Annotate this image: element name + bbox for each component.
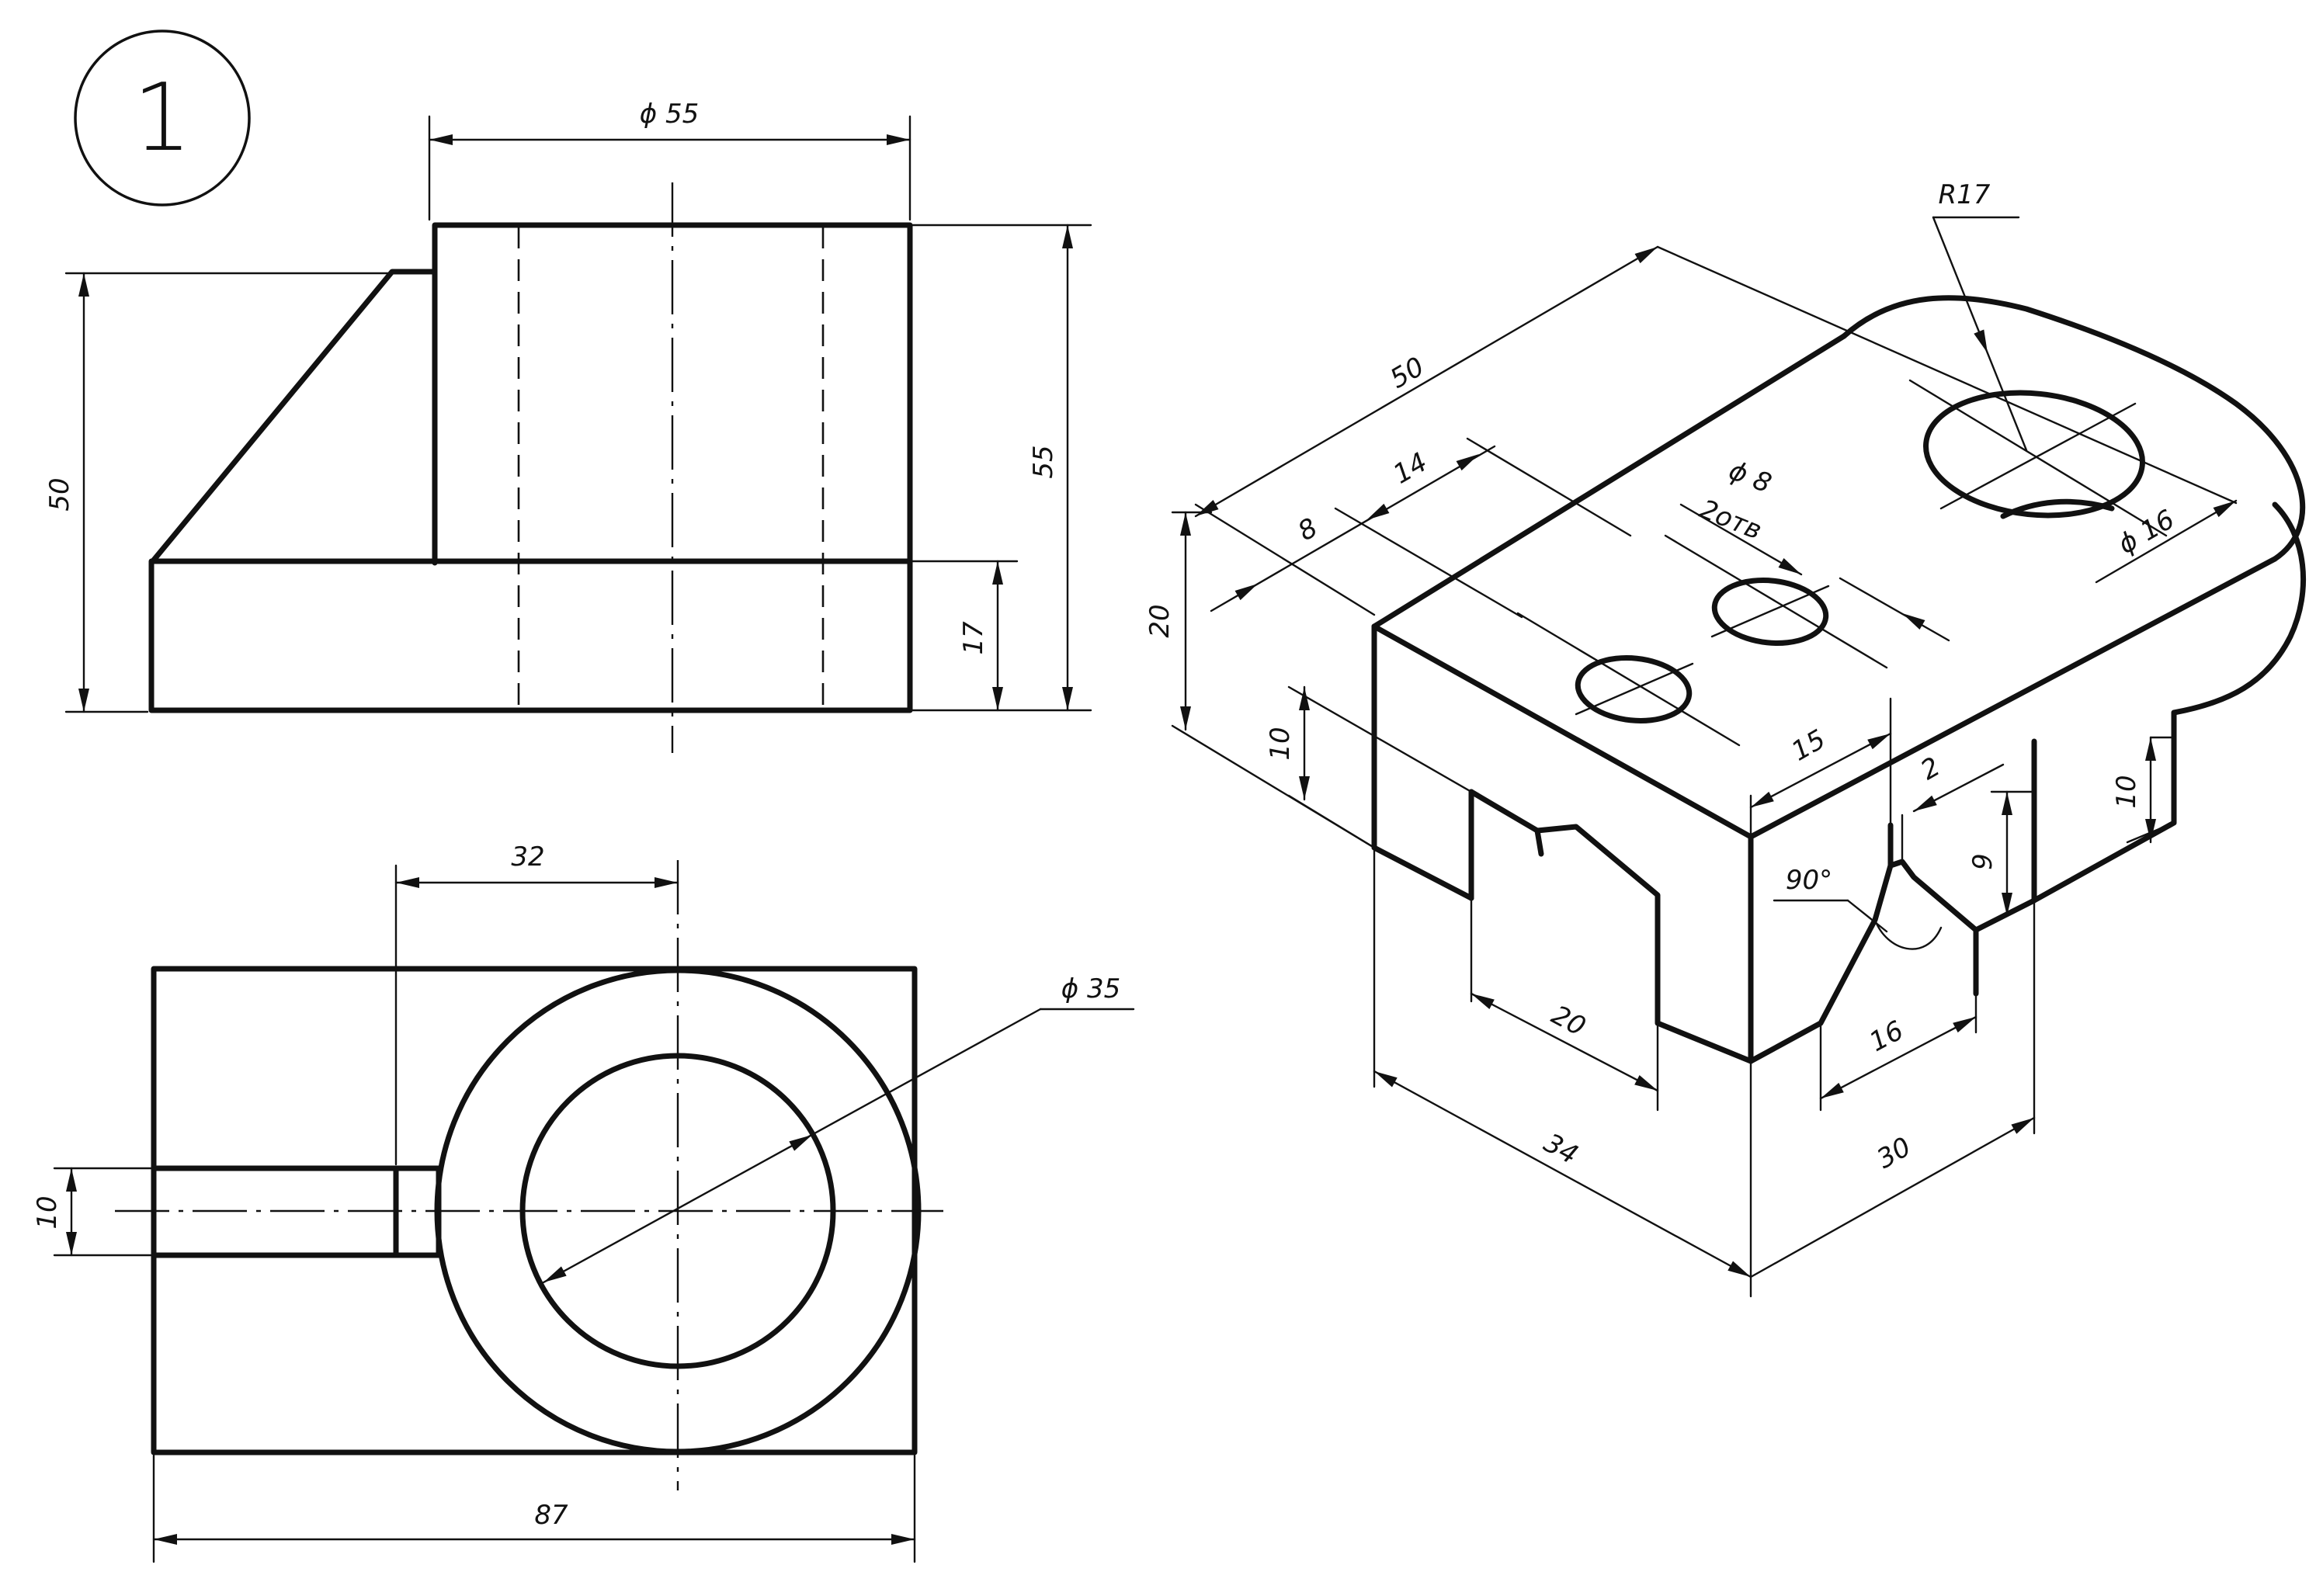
iso-top-right-edge xyxy=(1748,556,2278,840)
top-view: 32 ϕ 35 87 10 xyxy=(32,841,1135,1563)
dim-iso-width-label: 30 xyxy=(1872,1131,1916,1174)
dim-iso-notch-gap-label: 2 xyxy=(1915,751,1946,786)
dim-iso-notch-gap: 2 xyxy=(1901,751,2005,863)
dim-inner-diameter-label: ϕ 35 xyxy=(1061,973,1121,1004)
iso-slot-inner xyxy=(1534,827,1544,857)
dim-iso-notch-width-label: 16 xyxy=(1864,1015,1908,1058)
dim-total-height-left: 50 xyxy=(44,272,390,713)
dim-total-height-right: 55 xyxy=(908,224,1092,712)
dim-iso-depth: 34 xyxy=(1371,846,1754,1298)
dim-iso-right-step-height: 10 xyxy=(2111,736,2175,844)
dim-inner-diameter: ϕ 35 xyxy=(540,973,1135,1288)
isometric-view: 50 R17 14 8 ϕ 8 2отв xyxy=(1144,179,2306,1298)
iso-front-top-edge xyxy=(1371,623,1754,840)
dim-iso-notch-offset-label: 15 xyxy=(1787,723,1831,767)
dim-iso-notch-angle: 90° xyxy=(1773,865,1943,950)
dim-iso-radius-label: R17 xyxy=(1939,179,1991,210)
front-view-rib-outline xyxy=(148,269,438,566)
dim-iso-radius: R17 xyxy=(1932,179,2028,452)
iso-rounded-end xyxy=(1841,295,2306,562)
dim-iso-notch-width: 16 xyxy=(1818,992,1979,1112)
iso-big-hole xyxy=(1923,390,2145,519)
dim-iso-offset-1-label: 14 xyxy=(1388,446,1432,490)
iso-small-hole-2 xyxy=(1711,578,1829,646)
dim-iso-length-label: 50 xyxy=(1385,351,1429,394)
front-view-base-outline xyxy=(148,558,913,713)
dim-bore-diameter: ϕ 55 xyxy=(428,99,911,221)
dim-iso-hole-diameter-label: ϕ 8 xyxy=(1724,455,1776,500)
dim-iso-right-step-height-label: 10 xyxy=(2111,775,2142,808)
dim-slot-length-label: 32 xyxy=(511,841,544,873)
dim-iso-height-label: 20 xyxy=(1144,604,1175,637)
dim-iso-notch-depth-label: 9 xyxy=(1967,853,1998,870)
iso-top-left-edge xyxy=(1371,333,1847,630)
dim-total-height-right-label: 55 xyxy=(1028,445,1059,478)
dim-iso-hole-count-label: 2отв xyxy=(1695,494,1766,546)
dim-slot-length: 32 xyxy=(394,841,679,1166)
iso-big-hole-inner-edge xyxy=(2000,498,2115,519)
dim-iso-width: 30 xyxy=(1749,899,2037,1279)
iso-small-hole-1 xyxy=(1575,655,1693,723)
dim-iso-big-hole-diameter-label: ϕ 16 xyxy=(2113,504,2179,560)
dim-iso-offset-2-label: 8 xyxy=(1293,512,1323,547)
dim-iso-big-hole-diameter: ϕ 16 xyxy=(2095,495,2239,584)
dim-overall-length-label: 87 xyxy=(534,1500,568,1531)
dim-overall-length: 87 xyxy=(152,1454,916,1563)
dim-iso-slot-width: 20 xyxy=(1468,897,1661,1112)
dim-bore-diameter-label: ϕ 55 xyxy=(640,99,700,130)
iso-right-step xyxy=(2031,710,2177,904)
dim-base-height: 17 xyxy=(908,560,1019,712)
iso-rounded-end-side xyxy=(2171,501,2306,716)
dim-iso-notch-depth: 9 xyxy=(1967,790,2036,918)
dim-iso-hole-offsets: 14 8 xyxy=(1210,437,1632,619)
iso-front-face xyxy=(1371,623,1754,1064)
front-view: ϕ 55 50 55 17 xyxy=(44,99,1092,753)
sheet-number-badge: 1 xyxy=(74,29,251,206)
dim-base-height-label: 17 xyxy=(958,621,989,655)
dim-slot-width-label: 10 xyxy=(32,1195,63,1229)
dim-iso-notch-offset: 15 xyxy=(1748,697,1894,838)
dim-iso-length: 50 xyxy=(1193,241,2238,616)
dim-slot-width: 10 xyxy=(32,1167,157,1257)
dim-total-height-left-label: 50 xyxy=(44,477,75,511)
sheet-number: 1 xyxy=(133,64,192,172)
dim-iso-notch-angle-label: 90° xyxy=(1786,865,1832,896)
dim-iso-step-height-label: 10 xyxy=(1265,727,1296,760)
dim-iso-hole-diameter: ϕ 8 2отв xyxy=(1679,455,1950,642)
dim-iso-step-height: 10 xyxy=(1265,685,1473,849)
dim-iso-height: 20 xyxy=(1144,511,1376,849)
